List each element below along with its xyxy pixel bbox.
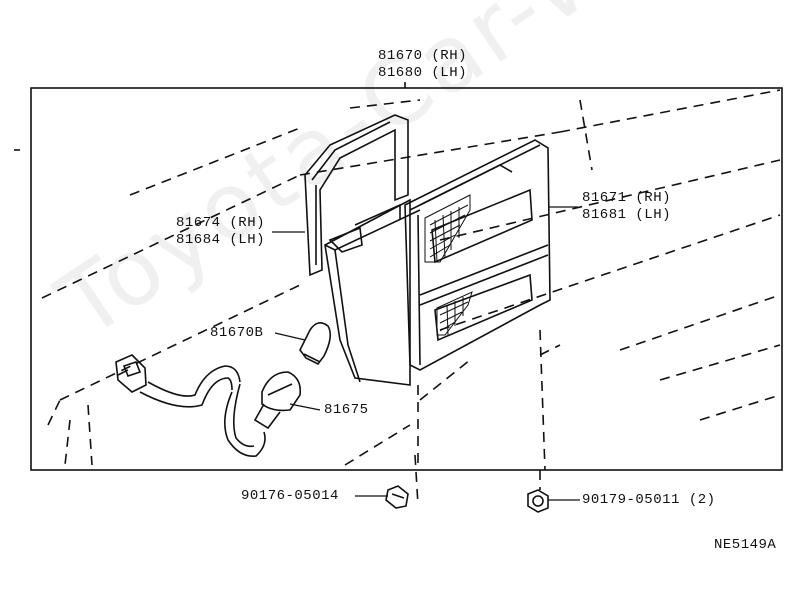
label-assembly-rh: 81670 (RH) [378,48,468,64]
label-nut: 90179-05011 (2) [582,492,716,508]
label-socket: 81675 [324,402,369,418]
diagram-code: NE5149A [714,537,777,553]
label-bulb: 81670B [210,325,264,341]
lens-part [404,139,551,371]
leader-lines [272,206,580,501]
lamp-housing [324,198,421,386]
nut-part [527,489,549,513]
screw-part [385,485,409,509]
label-lens-lh: 81681 (LH) [582,207,672,223]
body-contour-lines [41,89,781,506]
gasket-part [304,114,409,277]
lens-grid-lower [436,291,473,336]
bulb-part [299,322,332,366]
socket-part [253,371,302,430]
label-gasket-rh: 81674 (RH) [176,215,266,231]
label-gasket-lh: 81684 (LH) [176,232,266,248]
label-assembly-lh: 81680 (LH) [378,65,468,81]
assembly-frame [30,87,783,471]
connector-part [115,354,147,393]
label-screw: 90176-05014 [241,488,339,504]
label-lens-rh: 81671 (RH) [582,190,672,206]
wire-harness [139,365,266,457]
lens-grid-upper [424,194,471,263]
